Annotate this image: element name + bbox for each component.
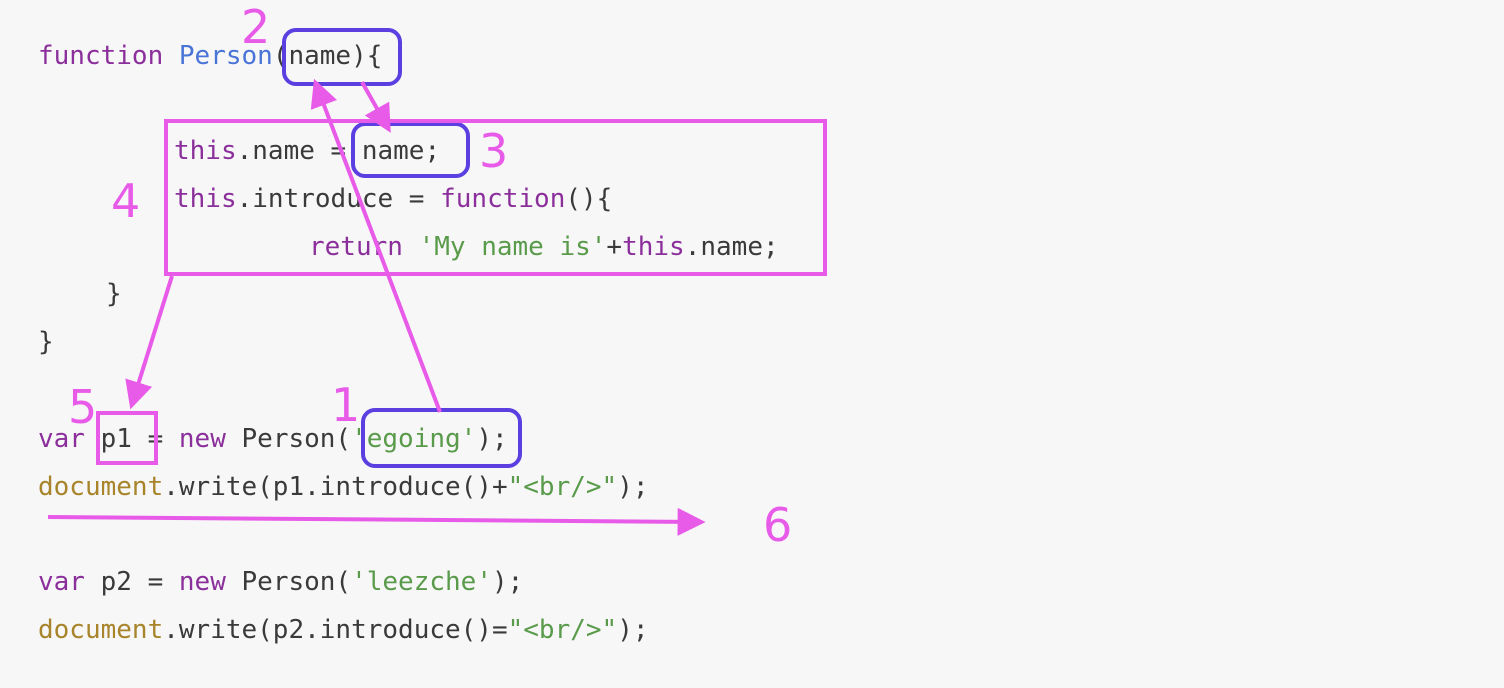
highlight-box-argument [361,408,522,468]
code-line-this-introduce: this.introduce = function(){ [174,182,612,216]
code-line-document-write-p2: document.write(p2.introduce()="<br/>"); [38,613,649,647]
code-line-return: return 'My name is'+this.name; [309,230,779,264]
keyword-this: this [174,184,237,214]
call-close: ); [617,615,649,645]
keyword-this: this [174,136,237,166]
step-number-5: 5 [68,380,98,434]
global-document: document [38,472,164,502]
keyword-function: function [440,184,566,214]
code-line-outer-close-brace: } [38,325,54,359]
arrow-argument-to-parameter [310,78,442,413]
code-line-inner-close-brace: } [106,277,122,311]
parameter-list: (name){ [272,41,383,71]
string-literal: 'leezche' [351,567,492,597]
close-brace: } [38,327,54,357]
arrow-body-to-p1 [125,275,174,410]
code-line-var-p1: var p1 = new Person('egoing'); [38,422,508,456]
property-access: .name; [684,232,779,262]
string-literal: "<br/>" [507,472,618,502]
string-literal: 'egoing' [351,424,477,454]
keyword-var: var [38,567,85,597]
code-line-function-declaration: function Person(name){ [38,39,382,73]
highlight-box-p1 [96,411,158,465]
function-name: Person [178,41,273,71]
keyword-new: new [178,567,226,597]
write-call: .write(p2.introduce()= [163,615,508,645]
highlight-box-parameter [282,28,402,86]
string-literal: "<br/>" [507,615,618,645]
keyword-function: function [38,41,164,71]
plus-operator: + [606,232,623,262]
string-literal: 'My name is' [418,232,607,262]
variable-assignment: p2 = [84,567,179,597]
keyword-var: var [38,424,85,454]
call-close: ); [491,567,524,597]
step-number-6: 6 [763,498,793,552]
keyword-new: new [178,424,226,454]
step-number-4: 4 [111,174,141,228]
variable-assignment: p1 = [84,424,179,454]
code-line-document-write-p1: document.write(p1.introduce()+"<br/>"); [38,470,649,504]
highlight-box-function-body [164,119,827,276]
step-number-3: 3 [479,124,509,178]
constructor-call: Person( [225,424,352,454]
close-brace: } [106,279,122,309]
arrow-parameter-to-assignment [360,81,391,133]
call-close: ); [617,472,649,502]
constructor-call: Person( [225,567,352,597]
write-call: .write(p1.introduce()+ [163,472,508,502]
call-close: ); [476,424,508,454]
arrow-step-six [47,507,706,536]
code-line-var-p2: var p2 = new Person('leezche'); [38,565,523,599]
assignment-text: .introduce = [236,184,441,214]
keyword-this: this [622,232,685,262]
highlight-box-assigned-name [351,122,470,178]
code-line-this-name: this.name = name; [174,134,440,168]
function-open: (){ [565,184,613,214]
keyword-return: return [309,232,403,262]
step-number-2: 2 [241,0,271,54]
global-document: document [38,615,164,645]
step-number-1: 1 [331,378,361,432]
